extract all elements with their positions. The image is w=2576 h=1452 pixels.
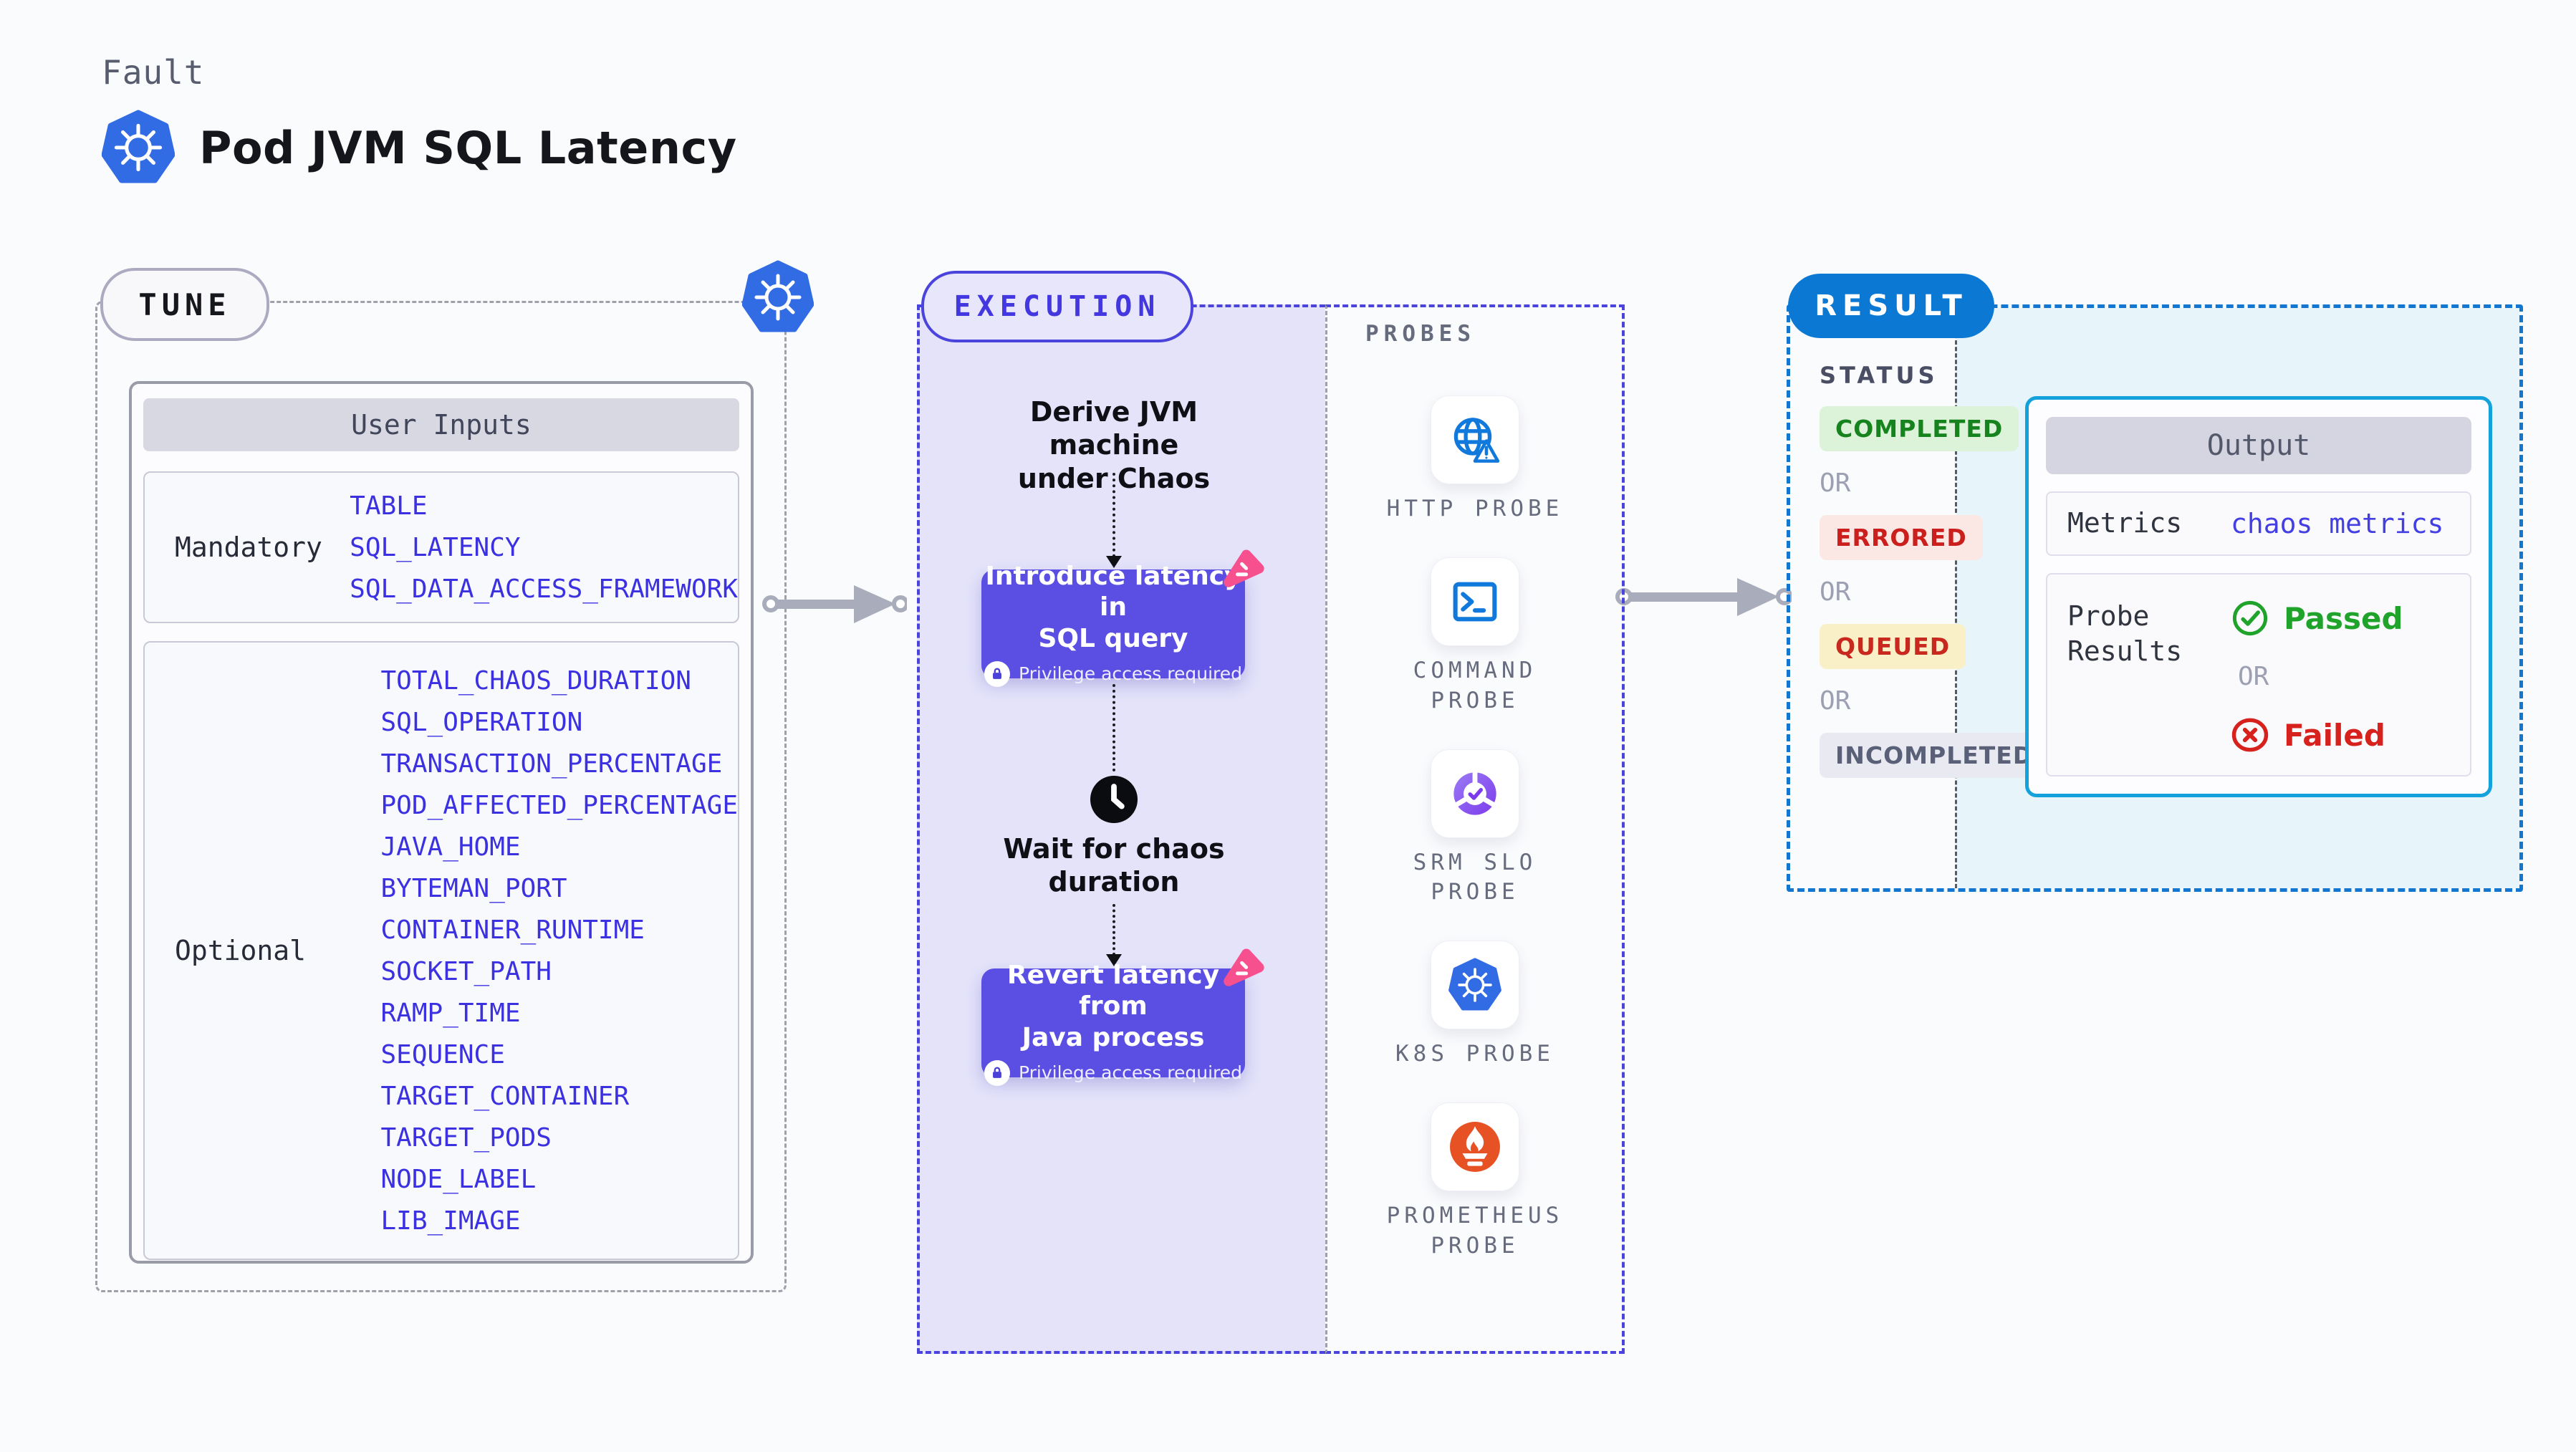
x-circle-icon (2231, 718, 2269, 752)
flow-connector (1112, 473, 1115, 557)
step-title: Revert latency from Java process (1006, 961, 1220, 1052)
status-label: STATUS (1820, 362, 1938, 389)
chaos-fault-icon (1224, 549, 1264, 587)
execution-badge: EXECUTION (921, 271, 1193, 342)
group-items: TABLE SQL_LATENCY SQL_DATA_ACCESS_FRAMEWOR… (350, 471, 738, 624)
status-column: STATUS COMPLETED OR ERRORED OR QUEUED OR INCOM… (1820, 362, 2049, 778)
input-variable: SQL_OPERATION (380, 707, 583, 737)
user-inputs-header: User Inputs (143, 398, 739, 451)
user-inputs-group-mandatory: Mandatory TABLE SQL_LATENCY SQL_DATA_ACCESS… (143, 471, 739, 623)
tune-section-box (95, 301, 787, 1292)
probe-item: SRM SLO PROBE (1413, 749, 1537, 908)
page-title-row: Pod JVM SQL Latency (102, 109, 737, 186)
tune-to-execution-arrow (762, 585, 907, 623)
probe-item: COMMAND PROBE (1413, 557, 1537, 716)
flow-arrowhead-icon (1106, 556, 1122, 568)
privilege-note: Privilege access required (1018, 663, 1243, 685)
fault-kind-label: Fault (102, 53, 205, 92)
input-variable: JAVA_HOME (380, 832, 521, 862)
lock-icon (984, 1059, 1010, 1086)
flow-connector (1112, 684, 1115, 771)
group-items: TOTAL_CHAOS_DURATION SQL_OPERATION TRANSAC… (381, 646, 739, 1256)
or-separator: OR (2238, 662, 2269, 691)
group-label: Mandatory (175, 532, 322, 563)
slo-donut-icon (1431, 749, 1519, 838)
result-divider (1955, 308, 1957, 888)
failed-label: Failed (2284, 717, 2385, 753)
probes-section-panel (1325, 304, 1625, 1354)
lock-icon (984, 660, 1010, 687)
page-title: Pod JVM SQL Latency (199, 121, 737, 174)
result-badge: RESULT (1788, 274, 1994, 338)
passed-line: Passed (2231, 599, 2403, 638)
input-variable: LIB_IMAGE (380, 1206, 521, 1236)
failed-line: Failed (2231, 716, 2403, 754)
probe-item: PROMETHEUS PROBE (1387, 1102, 1564, 1261)
globe-alert-icon (1430, 395, 1519, 484)
probe-item: HTTP PROBE (1387, 395, 1564, 524)
probes-to-result-arrow (1615, 578, 1792, 616)
input-variable: TRANSACTION_PERCENTAGE (380, 749, 723, 779)
input-variable: TARGET_PODS (380, 1122, 552, 1153)
or-separator: OR (1820, 686, 1851, 716)
kubernetes-icon (1430, 941, 1519, 1030)
or-separator: OR (1820, 577, 1851, 607)
result-section-box (1787, 304, 2523, 892)
input-variable: NODE_LABEL (380, 1164, 537, 1194)
input-variable: BYTEMAN_PORT (380, 873, 567, 903)
probe-label: SRM SLO PROBE (1413, 849, 1537, 905)
tune-badge: TUNE (100, 268, 269, 341)
input-variable: RAMP_TIME (380, 998, 521, 1028)
probe-label: HTTP PROBE (1386, 496, 1564, 521)
kubernetes-icon (102, 110, 175, 183)
metrics-row: Metrics chaos metrics (2046, 491, 2471, 556)
input-variable: TABLE (350, 491, 428, 521)
step-title: Introduce latency in SQL query (985, 562, 1241, 653)
probe-label: COMMAND PROBE (1413, 657, 1537, 713)
output-box: Output Metrics chaos metrics Probe Resul… (2025, 396, 2492, 797)
status-badge-incompleted: INCOMPLETED (1820, 733, 2049, 778)
probe-results-label: Probe Results (2067, 600, 2183, 668)
input-variable: SQL_LATENCY (350, 532, 521, 562)
derive-step-text: Derive JVM machine under Chaos (1017, 396, 1211, 494)
input-variable: SOCKET_PATH (380, 956, 552, 986)
privilege-note-row: Privilege access required (984, 660, 1243, 687)
probe-label: K8S PROBE (1395, 1041, 1554, 1067)
probes-label: PROBES (1365, 321, 1476, 347)
check-circle-icon (2232, 600, 2268, 636)
probe-item: K8S PROBE (1395, 941, 1554, 1069)
flow-connector (1112, 904, 1115, 956)
wait-step-text: Wait for chaos duration (1003, 833, 1225, 898)
user-inputs-group-optional: Optional TOTAL_CHAOS_DURATION SQL_OPERATIO… (143, 641, 739, 1260)
prometheus-icon (1430, 1102, 1519, 1192)
or-separator: OR (1820, 468, 1851, 498)
input-variable: POD_AFFECTED_PERCENTAGE (380, 790, 739, 820)
input-variable: TOTAL_CHAOS_DURATION (380, 665, 691, 696)
terminal-icon (1431, 557, 1519, 646)
status-badge-queued: QUEUED (1820, 624, 1966, 669)
privilege-note: Privilege access required (1018, 1062, 1243, 1084)
output-header: Output (2046, 417, 2471, 474)
probe-list: HTTP PROBE COMMAND PROBE SRM SLO PROBE K8S … (1325, 395, 1625, 1261)
input-variable: SQL_DATA_ACCESS_FRAMEWORK (350, 574, 738, 604)
clock-icon (1090, 776, 1138, 823)
metrics-value: chaos metrics (2231, 508, 2444, 539)
probe-results-row: Probe Results Passed OR Failed (2046, 573, 2471, 777)
input-variable: CONTAINER_RUNTIME (380, 915, 645, 945)
probe-results-values: Passed OR Failed (2231, 599, 2403, 754)
probe-label: PROMETHEUS PROBE (1386, 1203, 1564, 1259)
status-badge-completed: COMPLETED (1820, 406, 2019, 451)
input-variable: TARGET_CONTAINER (380, 1081, 630, 1111)
passed-label: Passed (2284, 600, 2403, 636)
group-label: Optional (175, 935, 307, 966)
chaos-fault-icon (1224, 948, 1264, 986)
status-badge-errored: ERRORED (1820, 515, 1983, 560)
kubernetes-icon (742, 260, 814, 332)
metrics-label: Metrics (2067, 507, 2183, 539)
revert-latency-step: Revert latency from Java process Privile… (981, 961, 1245, 1086)
privilege-note-row: Privilege access required (984, 1059, 1243, 1086)
input-variable: SEQUENCE (380, 1039, 505, 1069)
introduce-latency-step: Introduce latency in SQL query Privilege… (981, 562, 1245, 687)
flow-arrowhead-icon (1106, 954, 1122, 966)
